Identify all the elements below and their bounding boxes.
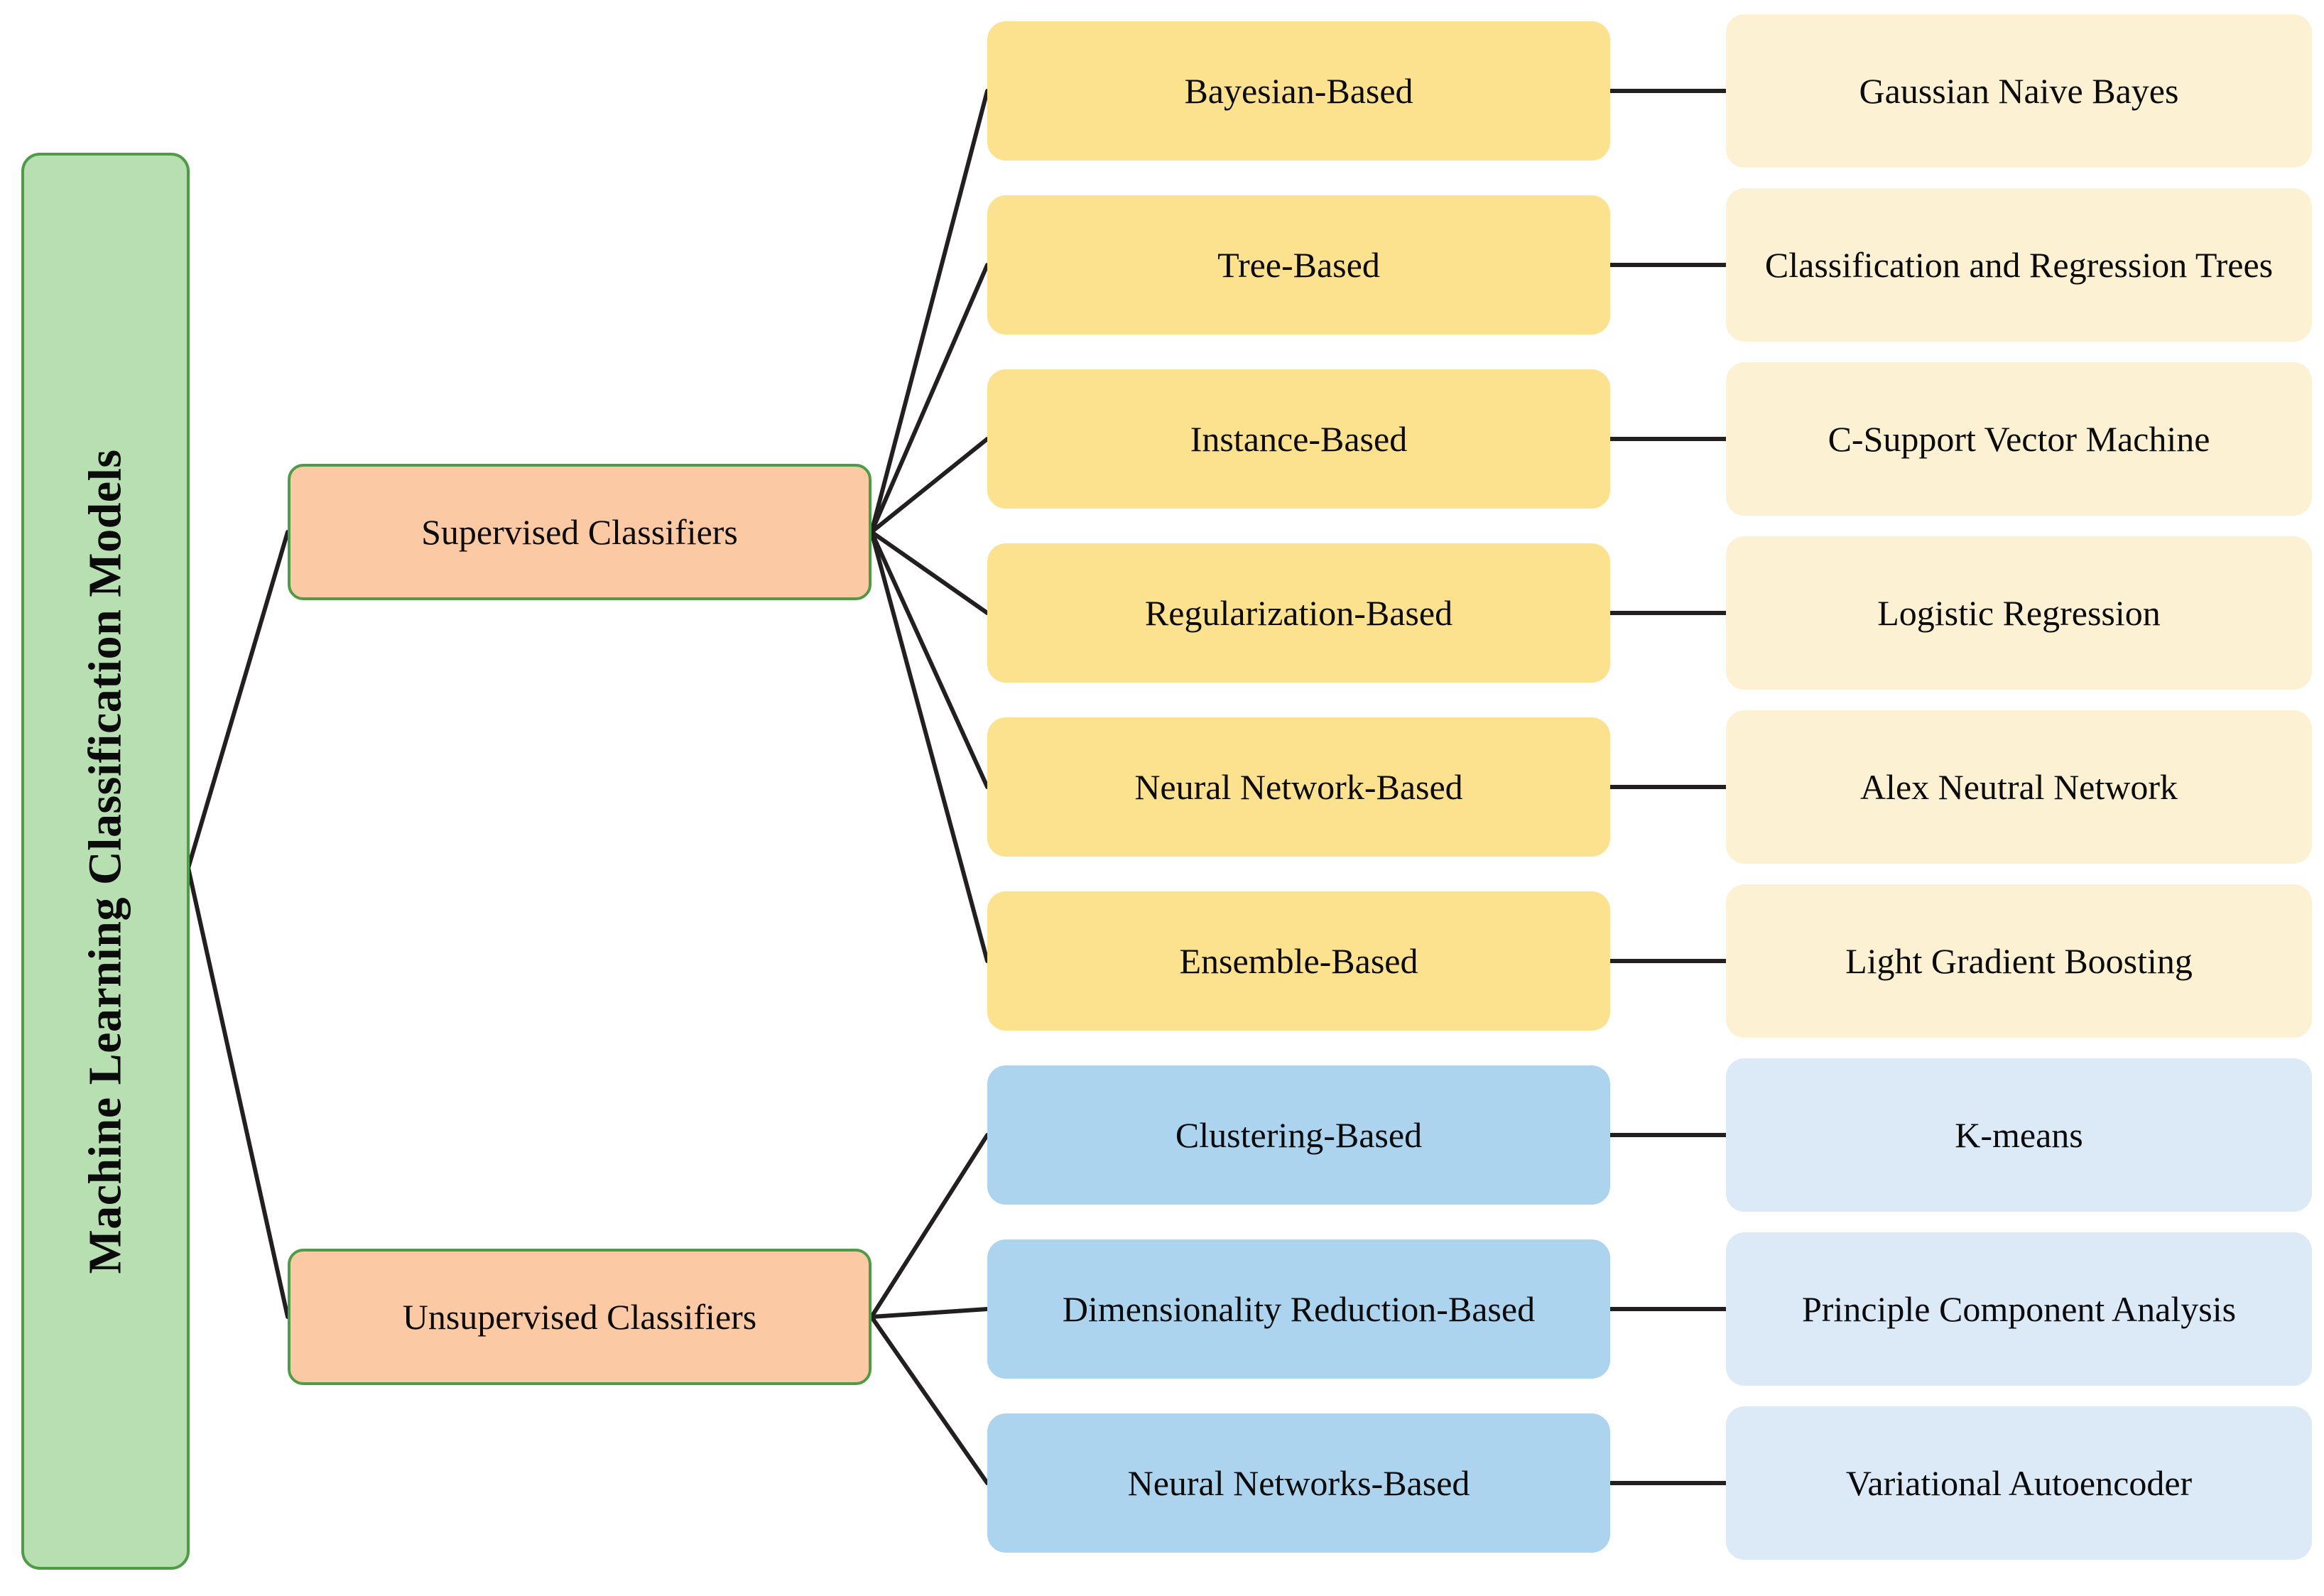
algorithm-label-k-means: K-means (1955, 1115, 2083, 1155)
edge-supervised-tree (869, 263, 989, 534)
category-node-bayesian-based[interactable]: Bayesian-Based (987, 21, 1610, 161)
algorithm-node-alex-neutral-network[interactable]: Alex Neutral Network (1726, 710, 2312, 864)
category-node-instance-based[interactable]: Instance-Based (987, 369, 1610, 509)
algorithm-label-logistic-regression: Logistic Regression (1877, 593, 2161, 633)
edge-supervised-bayesian (869, 89, 989, 534)
algorithm-node-c-support-vector-machine[interactable]: C-Support Vector Machine (1726, 362, 2312, 516)
edge-supervised-ensemble (869, 530, 989, 963)
algorithm-node-variational-autoencoder[interactable]: Variational Autoencoder (1726, 1406, 2312, 1560)
root-node-label: Machine Learning Classification Models (79, 448, 131, 1274)
category-label-neural-network-based: Neural Network-Based (1134, 767, 1463, 807)
algorithm-label-alex-neutral-network: Alex Neutral Network (1859, 767, 2178, 807)
edge-unsupervised-dimred (869, 1307, 989, 1319)
category-node-neural-networks-based[interactable]: Neural Networks-Based (987, 1413, 1610, 1553)
algorithm-label-gaussian-naive-bayes: Gaussian Naive Bayes (1859, 71, 2179, 111)
category-node-tree-based[interactable]: Tree-Based (987, 195, 1610, 335)
category-node-dimensionality-reduction-based[interactable]: Dimensionality Reduction-Based (987, 1239, 1610, 1379)
branch-node-unsupervised-classifiers[interactable]: Unsupervised Classifiers (288, 1249, 872, 1385)
edge-root-supervised (186, 530, 290, 870)
algorithm-label-light-gradient-boosting: Light Gradient Boosting (1845, 941, 2193, 981)
branch-node-label-supervised: Supervised Classifiers (421, 512, 738, 552)
category-node-neural-network-based[interactable]: Neural Network-Based (987, 717, 1610, 857)
edge-unsupervised-neuralnets (869, 1315, 989, 1485)
algorithm-label-principle-component-analysis: Principle Component Analysis (1801, 1289, 2237, 1329)
category-label-dimensionality-reduction-based: Dimensionality Reduction-Based (1062, 1289, 1536, 1329)
category-label-bayesian-based: Bayesian-Based (1184, 71, 1413, 111)
category-node-regularization-based[interactable]: Regularization-Based (987, 543, 1610, 683)
category-label-regularization-based: Regularization-Based (1144, 593, 1453, 633)
edge-unsupervised-clustering (869, 1133, 989, 1319)
edge-supervised-instance (869, 437, 989, 534)
category-label-tree-based: Tree-Based (1217, 245, 1380, 285)
edge-root-unsupervised (186, 866, 290, 1319)
algorithm-node-principle-component-analysis[interactable]: Principle Component Analysis (1726, 1232, 2312, 1386)
algorithm-label-classification-and-regression-trees: Classification and Regression Trees (1764, 245, 2274, 285)
algorithm-node-gaussian-naive-bayes[interactable]: Gaussian Naive Bayes (1726, 14, 2312, 168)
branch-node-label-unsupervised: Unsupervised Classifiers (402, 1297, 757, 1337)
root-node-machine-learning-classification-models[interactable]: Machine Learning Classification Models (21, 153, 190, 1570)
category-node-ensemble-based[interactable]: Ensemble-Based (987, 891, 1610, 1031)
category-node-clustering-based[interactable]: Clustering-Based (987, 1065, 1610, 1205)
algorithm-node-classification-and-regression-trees[interactable]: Classification and Regression Trees (1726, 188, 2312, 342)
branch-node-supervised-classifiers[interactable]: Supervised Classifiers (288, 464, 872, 600)
category-label-neural-networks-based: Neural Networks-Based (1127, 1463, 1470, 1503)
algorithm-node-k-means[interactable]: K-means (1726, 1058, 2312, 1212)
algorithm-node-logistic-regression[interactable]: Logistic Regression (1726, 536, 2312, 690)
category-label-clustering-based: Clustering-Based (1175, 1115, 1423, 1155)
edge-supervised-neuralnet (869, 530, 989, 789)
category-label-instance-based: Instance-Based (1190, 419, 1408, 459)
algorithm-node-light-gradient-boosting[interactable]: Light Gradient Boosting (1726, 884, 2312, 1038)
category-label-ensemble-based: Ensemble-Based (1179, 941, 1418, 981)
algorithm-label-variational-autoencoder: Variational Autoencoder (1845, 1463, 2193, 1503)
algorithm-label-c-support-vector-machine: C-Support Vector Machine (1828, 419, 2210, 459)
edge-supervised-regularization (869, 530, 989, 615)
